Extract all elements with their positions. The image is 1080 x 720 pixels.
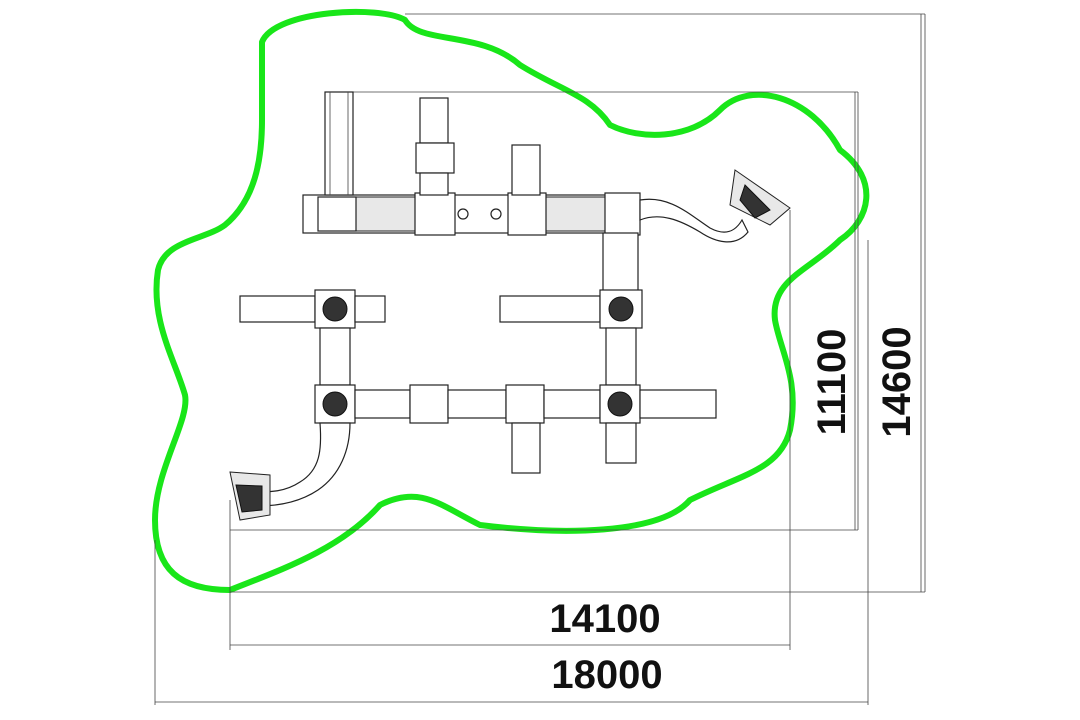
dim-outer-height: 14600 xyxy=(875,326,919,437)
dim-inner-width: 14100 xyxy=(549,597,660,641)
safety-zone-outline xyxy=(152,8,870,593)
middle-towers xyxy=(239,289,643,386)
upper-structure xyxy=(302,91,791,292)
lower-structure xyxy=(229,384,717,521)
dim-outer-width: 18000 xyxy=(551,653,662,697)
dim-inner-height: 11100 xyxy=(810,329,854,436)
dimension-lines xyxy=(154,13,926,705)
